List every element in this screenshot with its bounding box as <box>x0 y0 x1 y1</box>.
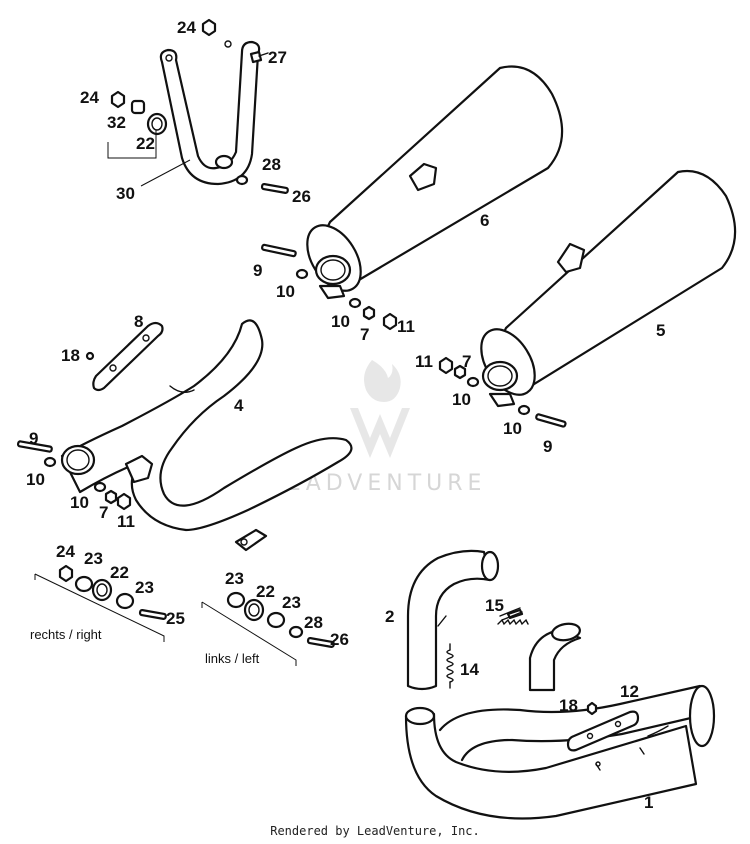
muffler-6 <box>306 65 564 300</box>
label-23: 23 <box>84 549 103 568</box>
label-4: 4 <box>234 396 244 415</box>
label-10: 10 <box>26 470 45 489</box>
y-pipe-4 <box>60 319 353 552</box>
label-23: 23 <box>225 569 244 588</box>
label-15: 15 <box>485 596 504 615</box>
label-12: 12 <box>620 682 639 701</box>
heat-shield-12 <box>566 701 640 752</box>
spring-14 <box>446 643 454 689</box>
label-26: 26 <box>292 187 311 206</box>
header-pipe-2 <box>406 549 524 691</box>
header-pipe-1 <box>404 622 716 820</box>
label-14: 14 <box>460 660 479 679</box>
label-24: 24 <box>80 88 99 107</box>
label-10: 10 <box>503 419 522 438</box>
label-9: 9 <box>253 261 262 280</box>
label-22: 22 <box>256 582 275 601</box>
label-18: 18 <box>61 346 80 365</box>
label-7: 7 <box>462 352 471 371</box>
top-hardware <box>110 18 289 194</box>
caption-right: rechts / right <box>30 627 102 642</box>
label-22: 22 <box>110 563 129 582</box>
mounting-hardware-left <box>201 591 335 666</box>
label-25: 25 <box>166 609 185 628</box>
label-24: 24 <box>177 18 196 37</box>
label-2: 2 <box>385 607 394 626</box>
label-7: 7 <box>99 503 108 522</box>
bracket-30 <box>159 40 261 186</box>
label-11: 11 <box>415 352 433 371</box>
label-28: 28 <box>304 613 323 632</box>
label-24: 24 <box>56 542 75 561</box>
label-10: 10 <box>452 390 471 409</box>
label-6: 6 <box>480 211 489 230</box>
label-23: 23 <box>282 593 301 612</box>
label-30: 30 <box>116 184 135 203</box>
caption-left: links / left <box>205 651 260 666</box>
credit-text: Rendered by LeadVenture, Inc. <box>270 824 480 838</box>
y-pipe-hardware <box>16 440 132 511</box>
mounting-hardware-right <box>34 564 167 642</box>
label-18: 18 <box>559 696 578 715</box>
label-22: 22 <box>136 134 155 153</box>
label-9: 9 <box>543 437 552 456</box>
label-10: 10 <box>331 312 350 331</box>
label-7: 7 <box>360 325 369 344</box>
heat-shield-8 <box>85 321 164 392</box>
label-27: 27 <box>268 48 287 67</box>
part-labels: 24 27 24 32 22 30 28 26 6 9 10 10 7 11 8… <box>26 18 665 812</box>
muffler-hardware <box>261 243 567 428</box>
label-9: 9 <box>29 429 38 448</box>
label-26: 26 <box>330 630 349 649</box>
label-10: 10 <box>70 493 89 512</box>
leader-lines <box>107 130 191 187</box>
label-1: 1 <box>644 793 653 812</box>
label-5: 5 <box>656 321 665 340</box>
label-11: 11 <box>397 317 415 336</box>
label-32: 32 <box>107 113 126 132</box>
spring-15 <box>497 618 529 626</box>
leadventure-watermark-logo <box>350 360 410 458</box>
label-28: 28 <box>262 155 281 174</box>
label-11: 11 <box>117 512 135 531</box>
label-10: 10 <box>276 282 295 301</box>
label-23: 23 <box>135 578 154 597</box>
label-8: 8 <box>134 312 143 331</box>
muffler-5 <box>480 169 737 408</box>
